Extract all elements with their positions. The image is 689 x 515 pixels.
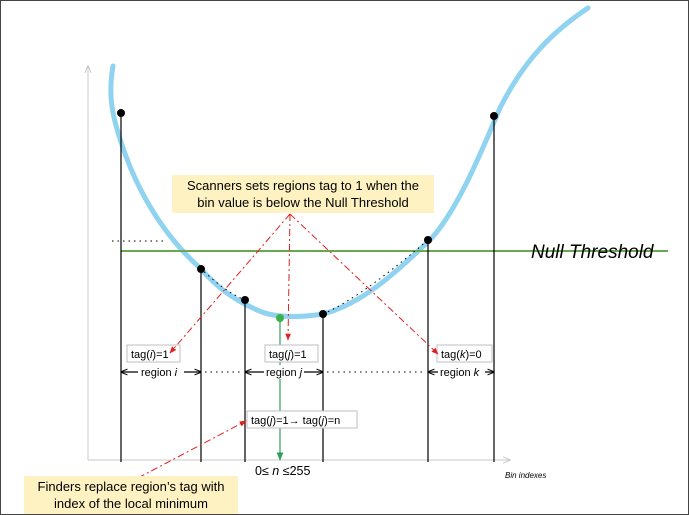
region-i-label: region i: [141, 367, 178, 379]
tag-k-label: tag(k)=0: [441, 349, 482, 361]
curve-point-2: [197, 265, 205, 273]
histogram-curve: [108, 5, 591, 319]
finders-callout-line2: index of the local minimum: [54, 496, 208, 511]
scanners-callout-line2: bin value is below the Null Threshold: [197, 195, 409, 210]
dotted-right-rise: [322, 239, 429, 315]
curve-point-3: [241, 296, 249, 304]
region-k-label-bg: [438, 365, 485, 379]
curve-point-4: [319, 310, 327, 318]
scanner-arrow-region-k: [289, 213, 439, 355]
null-threshold-label: Null Threshold: [531, 242, 655, 263]
scanners-callout-line1: Scanners sets regions tag to 1 when the: [187, 178, 419, 193]
region-j-label-bg: [264, 365, 304, 379]
curve-point-6: [490, 112, 498, 120]
tag-j-label: tag(j)=1: [269, 349, 307, 361]
scanner-arrow-region-i: [169, 213, 291, 354]
finder-arrow: [137, 420, 247, 479]
curve-point-5: [424, 236, 432, 244]
x-axis-label: Bin indexes: [505, 471, 546, 480]
finders-callout: [24, 476, 238, 514]
tag-i-box: [126, 344, 181, 363]
tag-i-label: tag(i)=1: [131, 349, 169, 361]
tag-j-replace-label: tag(j)=1→ tag(j)=n: [251, 415, 340, 427]
n-range-label: 0≤ n ≤255: [255, 464, 310, 478]
scanners-callout: [172, 175, 434, 213]
scanner-arrow-region-j: [285, 213, 291, 341]
local-minimum-point: [276, 314, 284, 322]
tag-j-replace-box: [246, 410, 358, 429]
tag-j-box: [264, 344, 319, 363]
region-j-label: region j: [266, 367, 303, 379]
curve-point-1: [117, 109, 125, 117]
region-k-label: region k: [440, 367, 480, 379]
region-i-label-bg: [138, 365, 184, 379]
finders-callout-line1: Finders replace region’s tag with: [38, 479, 225, 494]
